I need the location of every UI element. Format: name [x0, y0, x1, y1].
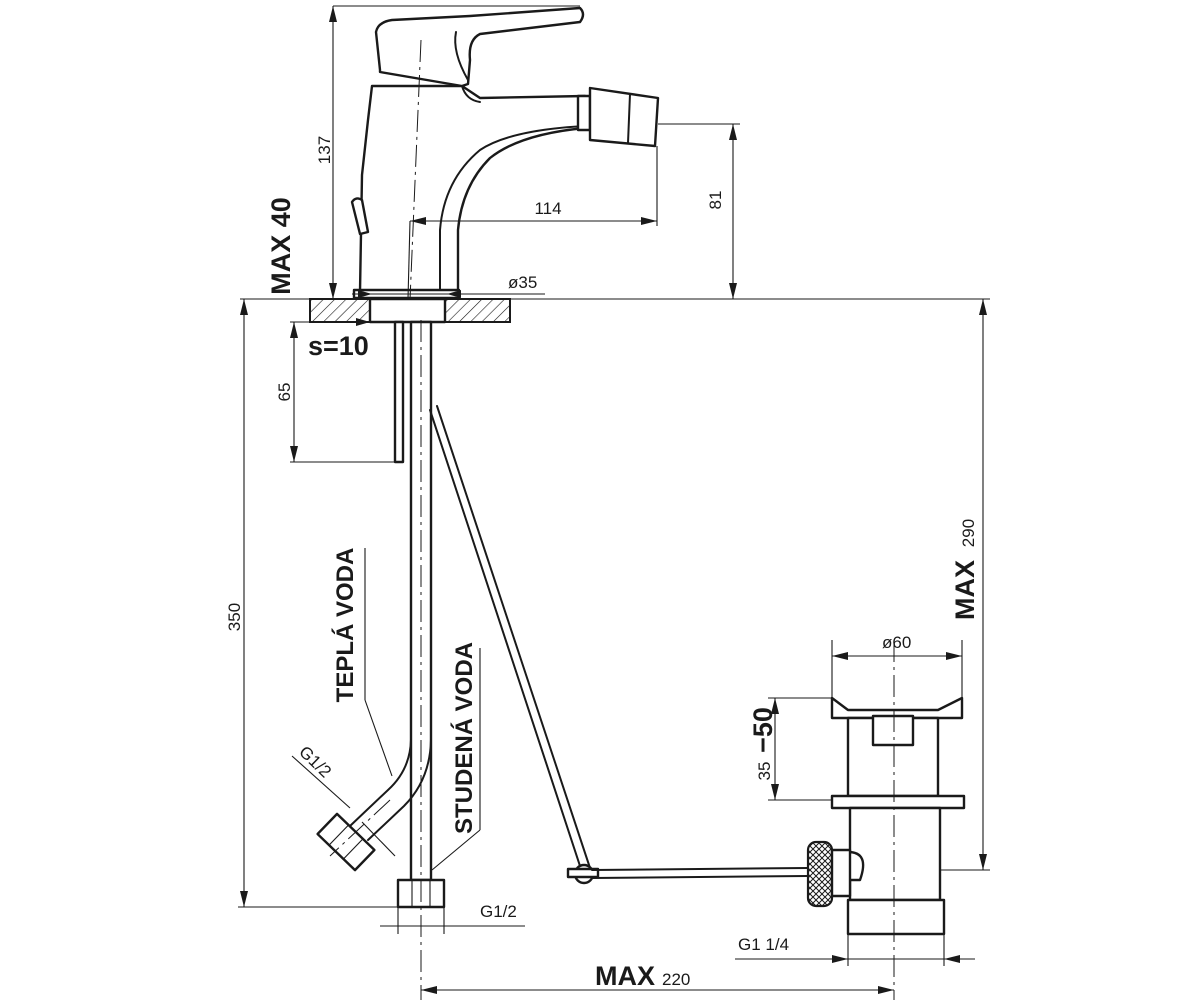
threaded-shank	[393, 320, 405, 464]
label-hot-water: TEPLÁ VODA	[331, 548, 359, 703]
dim-hose-thread: G1/2	[295, 742, 335, 781]
dim-max-reach-220: 220	[662, 970, 690, 989]
pop-up-rod	[429, 405, 809, 885]
dim-max-reach-word: MAX	[595, 961, 655, 991]
dim-waste-50: −50	[748, 707, 778, 753]
lever-handle	[374, 6, 585, 88]
dim-inlet-thread: G1/2	[480, 902, 517, 921]
dim-waste-thread: G1 1/4	[738, 935, 789, 954]
mixer-body	[352, 84, 587, 300]
dim-waste-60: ø60	[882, 633, 911, 652]
label-cold-water: STUDENÁ VODA	[450, 642, 478, 834]
dimension-lines	[238, 5, 990, 994]
pop-up-waste	[806, 696, 966, 936]
countertop	[240, 297, 990, 324]
dim-reach-114: 114	[534, 199, 561, 218]
center-lines	[329, 39, 895, 1000]
dim-height-137: 137	[315, 136, 334, 164]
dim-deck-max-40: MAX 40	[266, 197, 296, 295]
dim-nozzle-81: 81	[706, 191, 725, 210]
dim-shank-65: 65	[275, 383, 294, 402]
dim-rod-max-word: MAX	[950, 560, 980, 620]
dim-waste-35: 35	[755, 762, 774, 781]
dim-rod-max-290: 290	[959, 519, 978, 547]
dim-deck-thickness: s=10	[308, 331, 369, 361]
pop-up-knob	[350, 197, 370, 236]
dim-length-350: 350	[225, 603, 244, 631]
dim-hole-35: ø35	[508, 273, 537, 292]
bidet-nozzle	[576, 86, 660, 148]
